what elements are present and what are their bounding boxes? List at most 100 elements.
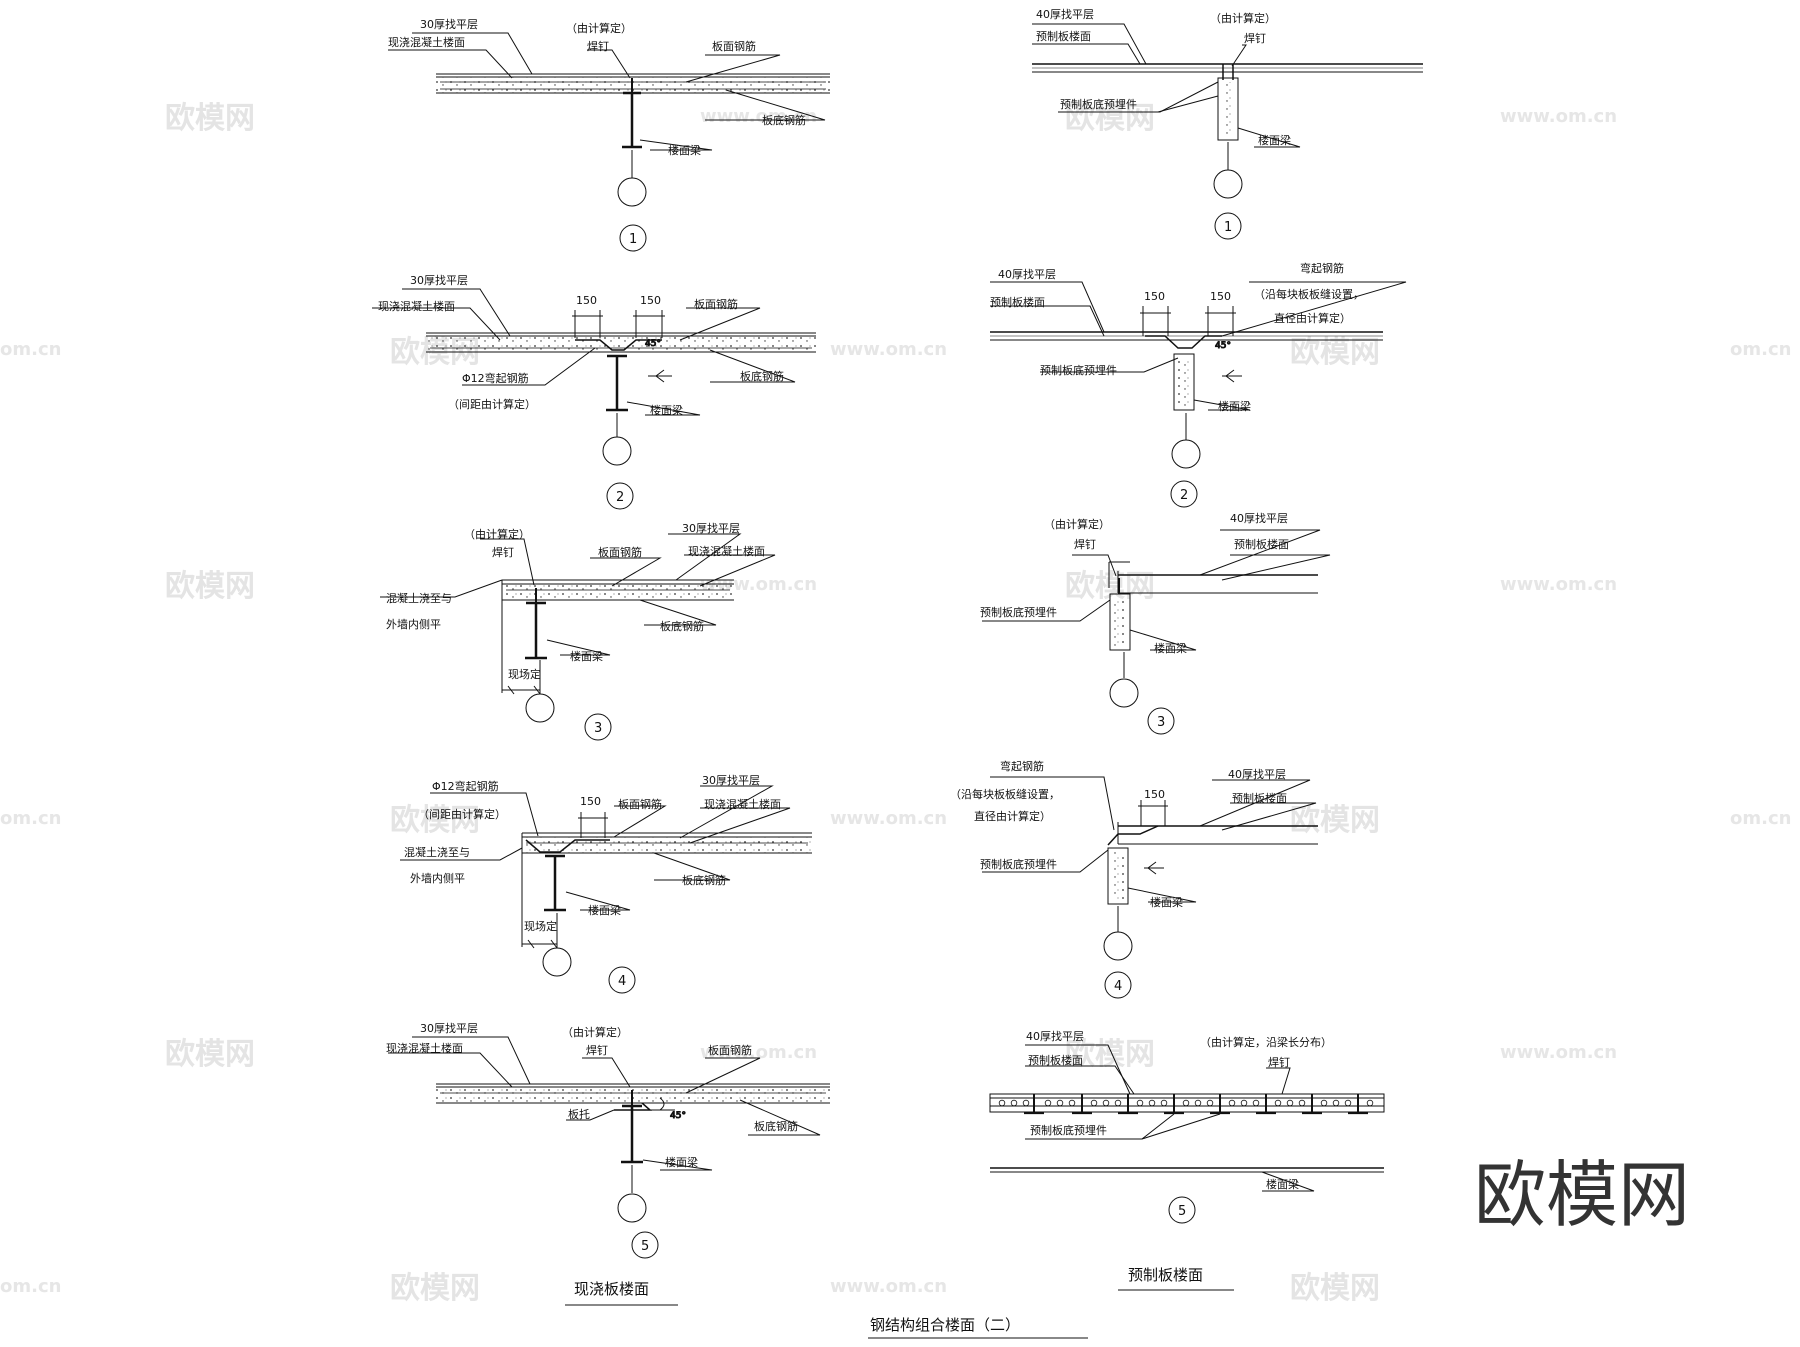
label: 板底钢筋 — [754, 1119, 798, 1133]
label: 30厚找平层 — [682, 521, 740, 535]
watermark: om.cn — [0, 339, 61, 360]
label: 楼面梁 — [1150, 895, 1183, 909]
right-detail-4 — [982, 776, 1318, 999]
watermark: 欧模网 — [1290, 335, 1380, 370]
detail-number: 1 — [629, 232, 637, 247]
detail-number: 4 — [618, 974, 626, 989]
label: 楼面梁 — [588, 903, 621, 917]
label: 焊钉 — [586, 1043, 608, 1057]
label: 板面钢筋 — [618, 797, 662, 811]
watermark: www.om.cn — [700, 106, 817, 127]
drawing-title: 钢结构组合楼面（二） — [870, 1316, 1020, 1334]
label: 现浇混凝土楼面 — [688, 544, 765, 558]
label: 弯起钢筋 — [1000, 759, 1044, 773]
label: 现场定 — [508, 667, 541, 681]
detail-number: 5 — [641, 1239, 649, 1254]
watermark: 欧模网 — [165, 1037, 255, 1072]
label: （由计算定） — [464, 527, 530, 541]
angle-label: 45° — [670, 1111, 686, 1121]
label: 30厚找平层 — [702, 773, 760, 787]
brand-logo: 欧模网 — [1474, 1153, 1690, 1237]
label: 板托 — [568, 1107, 590, 1121]
label: 预制板楼面 — [1028, 1053, 1083, 1067]
left-detail-1 — [388, 32, 830, 252]
label: 预制板楼面 — [1232, 791, 1287, 805]
label: （间距由计算定） — [418, 807, 506, 821]
label: 板底钢筋 — [660, 619, 704, 633]
svg-text:45°: 45° — [645, 339, 661, 349]
label: 楼面梁 — [1218, 399, 1251, 413]
dimension-label: 150 — [1144, 788, 1165, 801]
dimension-label: 150 — [580, 795, 601, 808]
label: （沿每块板板缝设置， — [1254, 287, 1364, 301]
left-detail-2: 45° — [372, 288, 816, 510]
watermark: om.cn — [1730, 339, 1791, 360]
watermark: 欧模网 — [390, 1271, 480, 1306]
detail-number: 2 — [1180, 488, 1188, 503]
watermark: 欧模网 — [1290, 1271, 1380, 1306]
hollow-core-slab-pattern — [998, 1099, 1374, 1107]
label: 楼面梁 — [650, 403, 683, 417]
watermark: www.om.cn — [830, 1276, 947, 1297]
label: 40厚找平层 — [1036, 7, 1094, 21]
label: 40厚找平层 — [1230, 511, 1288, 525]
right-detail-1 — [1032, 23, 1423, 240]
label: Φ12弯起钢筋 — [462, 371, 529, 385]
label: 焊钉 — [492, 545, 514, 559]
label: 板面钢筋 — [694, 297, 738, 311]
label: 预制板底预埋件 — [1060, 97, 1137, 111]
label: 预制板底预埋件 — [980, 605, 1057, 619]
right-detail-3 — [982, 529, 1331, 735]
subtitle-precast: 预制板楼面 — [1128, 1266, 1203, 1284]
right-column-labels: 40厚找平层 （由计算定） 预制板楼面 焊钉 预制板底预埋件 楼面梁 1 40厚… — [950, 7, 1364, 1284]
dimension-label: 150 — [640, 294, 661, 307]
label: 预制板楼面 — [1036, 29, 1091, 43]
detail-number: 5 — [1178, 1204, 1186, 1219]
watermark: 欧模网 — [1290, 803, 1380, 838]
label: 30厚找平层 — [420, 17, 478, 31]
label: 外墙内侧平 — [386, 617, 441, 631]
watermark-layer: 欧模网 欧模网 欧模网 欧模网 欧模网 欧模网 欧模网 欧模网 欧模网 欧模网 … — [0, 101, 1791, 1306]
subtitle-cast-in-place: 现浇板楼面 — [574, 1280, 649, 1298]
label: Φ12弯起钢筋 — [432, 779, 499, 793]
left-detail-4 — [400, 785, 812, 994]
detail-number: 3 — [1157, 715, 1165, 730]
watermark: 欧模网 — [390, 803, 480, 838]
watermark: www.om.cn — [1500, 1042, 1617, 1063]
svg-text:45°: 45° — [1215, 341, 1231, 351]
label: 焊钉 — [1244, 31, 1266, 45]
label: 预制板底预埋件 — [1040, 363, 1117, 377]
label: 楼面梁 — [1266, 1177, 1299, 1191]
label: （由计算定） — [1044, 517, 1110, 531]
label: 预制板底预埋件 — [1030, 1123, 1107, 1137]
label: 40厚找平层 — [1228, 767, 1286, 781]
label: （沿每块板板缝设置， — [950, 787, 1060, 801]
label: 板底钢筋 — [740, 369, 784, 383]
label: 30厚找平层 — [420, 1021, 478, 1035]
label: （由计算定，沿梁长分布） — [1200, 1035, 1332, 1049]
left-column-labels: 30厚找平层 现浇混凝土楼面 （由计算定） 焊钉 板面钢筋 板底钢筋 楼面梁 1… — [378, 17, 806, 1298]
right-detail-5 — [989, 1044, 1385, 1224]
label: 直径由计算定） — [974, 809, 1051, 823]
label: 直径由计算定） — [1274, 311, 1351, 325]
label: 板底钢筋 — [762, 113, 806, 127]
watermark: 欧模网 — [165, 569, 255, 604]
label: 预制板底预埋件 — [980, 857, 1057, 871]
label: 现浇混凝土楼面 — [388, 35, 465, 49]
watermark: www.om.cn — [830, 339, 947, 360]
label: 板面钢筋 — [708, 1043, 752, 1057]
label: 40厚找平层 — [1026, 1029, 1084, 1043]
label: 现场定 — [524, 919, 557, 933]
detail-number: 3 — [594, 721, 602, 736]
dimension-label: 150 — [1210, 290, 1231, 303]
dimension-label: 150 — [1144, 290, 1165, 303]
label: 板底钢筋 — [682, 873, 726, 887]
detail-number: 4 — [1114, 979, 1122, 994]
label: 混凝土浇至与 — [386, 591, 452, 605]
label: 现浇混凝土楼面 — [378, 299, 455, 313]
label: （由计算定） — [566, 21, 632, 35]
label: 楼面梁 — [668, 143, 701, 157]
label: 外墙内侧平 — [410, 871, 465, 885]
label: 焊钉 — [1074, 537, 1096, 551]
watermark: www.om.cn — [830, 808, 947, 829]
